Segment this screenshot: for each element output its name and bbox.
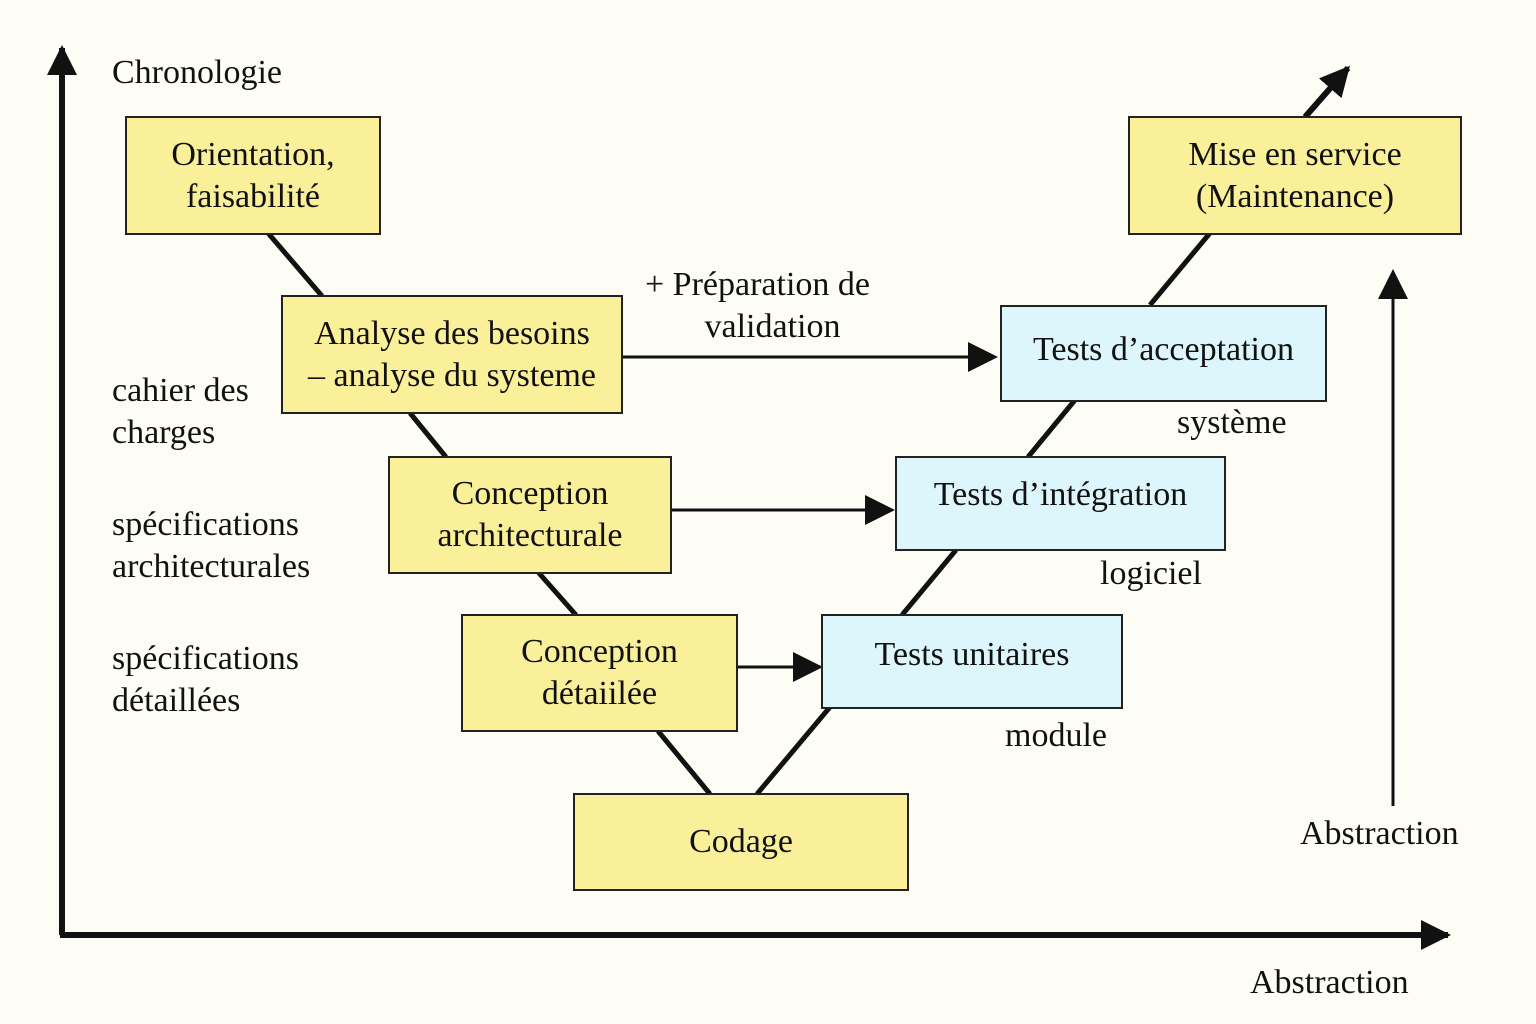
box-mise-en-service-line2: (Maintenance) [1195, 177, 1395, 215]
box-conception-arch-line2: architecturale [437, 517, 623, 554]
box-tests-unitaires: Tests unitaires [821, 614, 1123, 709]
y-axis-label: Chronologie [112, 54, 282, 91]
label-spec-architecturales: spécifications architecturales [112, 504, 310, 588]
link-conception-det-codage [656, 729, 712, 796]
box-tests-integration-label: Tests d’intégration [933, 476, 1188, 513]
box-conception-det-line1: Conception [521, 633, 678, 670]
label-spec-arch-line2: architecturales [112, 548, 311, 585]
box-mise-en-service-line1: Mise en service [1188, 135, 1402, 173]
link-orientation-analyse [266, 231, 324, 298]
exit-arrow [1302, 65, 1351, 119]
link-codage-tests-unitaires [755, 705, 832, 796]
box-conception-architecturale: Conception architecturale [388, 456, 672, 574]
label-spec-detaillees: spécifications détaillées [112, 638, 299, 722]
box-mise-en-service: Mise en service (Maintenance) [1128, 116, 1462, 235]
preparation-line2: validation [704, 308, 841, 345]
box-tests-integration: Tests d’intégration [895, 456, 1226, 551]
box-orientation-line2: faisabilité [185, 177, 321, 215]
box-conception-det-line2: détaiilée [541, 675, 658, 712]
label-cahier-des-charges: cahier des charges [112, 370, 249, 454]
box-codage: Codage [573, 793, 909, 891]
label-spec-arch-line1: spécifications [112, 506, 299, 543]
box-analyse: Analyse des besoins – analyse du systeme [281, 295, 623, 414]
label-logiciel: logiciel [1100, 555, 1202, 592]
right-abstraction-label: Abstraction [1300, 815, 1459, 852]
link-analyse-conception-arch [408, 411, 448, 459]
box-conception-detaillee: Conception détaiilée [461, 614, 738, 732]
label-cahier-line1: cahier des [112, 372, 249, 409]
box-codage-label: Codage [689, 823, 793, 860]
box-tests-acceptation: Tests d’acceptation [1000, 305, 1327, 402]
label-spec-det-line2: détaillées [112, 682, 241, 719]
label-systeme: système [1177, 404, 1287, 441]
box-tests-unitaires-label: Tests unitaires [874, 636, 1070, 673]
box-orientation-line1: Orientation, [171, 135, 335, 173]
link-conception-arch-det [536, 570, 578, 617]
label-module: module [1005, 717, 1107, 754]
link-integration-acceptation [1026, 398, 1077, 459]
preparation-label: + Préparation de validation [645, 264, 870, 348]
label-spec-det-line1: spécifications [112, 640, 299, 677]
x-axis-label: Abstraction [1250, 964, 1409, 1001]
box-orientation: Orientation, faisabilité [125, 116, 381, 235]
preparation-line1: + Préparation de [645, 266, 870, 303]
link-acceptation-mise-en-service [1148, 231, 1212, 307]
box-analyse-line1: Analyse des besoins [314, 314, 590, 352]
box-tests-acceptation-label: Tests d’acceptation [1032, 331, 1294, 368]
link-unitaires-integration [900, 548, 958, 617]
label-cahier-line2: charges [112, 414, 216, 451]
box-analyse-line2: – analyse du systeme [308, 356, 596, 394]
box-conception-arch-line1: Conception [451, 475, 609, 512]
